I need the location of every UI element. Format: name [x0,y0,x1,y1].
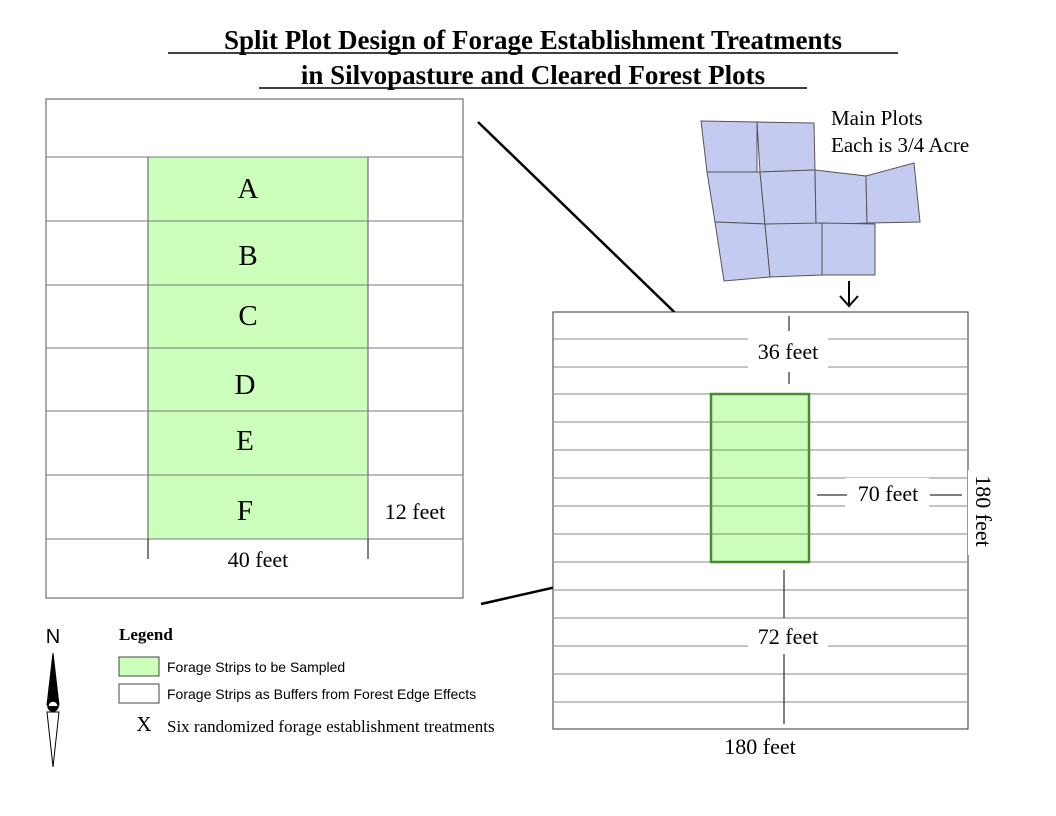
strip-label-e: E [236,425,254,457]
compass-center-half [48,706,58,711]
legend-symbol-x: X [136,712,151,736]
plot-width-label: 180 feet [724,734,795,759]
title-line-2: in Silvopasture and Cleared Forest Plots [301,60,765,90]
legend-label-buffer: Forage Strips as Buffers from Forest Edg… [167,686,476,702]
strip-label-a: A [238,173,259,205]
top-distance-label: 36 feet [758,339,818,364]
main-plot-9 [821,222,876,276]
sampled-block-dividers [711,421,809,535]
middle-label-bg [845,478,929,510]
middle-distance-label: 70 feet [858,481,918,506]
top-label-bg [748,335,828,369]
buffer-width-label: 12 feet [385,499,445,524]
main-plots-caption-2: Each is 3/4 Acre [831,133,969,157]
main-plot-3 [706,171,766,225]
strip-label-f: F [237,495,253,527]
north-label: N [46,626,60,648]
main-plot-4 [759,169,817,226]
main-plots-caption-1: Main Plots [831,106,923,130]
down-arrow-head [839,295,859,308]
main-plot-5 [814,169,868,226]
legend-swatch-buffer [118,683,160,704]
main-plots-map: Main Plots Each is 3/4 Acre [700,106,969,308]
height-label-bg [968,470,998,555]
strip-label-b: B [238,240,257,272]
north-arrow: N [46,626,60,768]
strip-label-d: D [235,369,256,401]
plot-height-label: 180 feet [971,475,996,546]
north-arrow-icon [46,652,60,706]
bottom-label-bg [748,620,828,654]
bottom-distance-label: 72 feet [758,624,818,649]
south-arrow-icon [46,711,60,768]
main-plot-8 [764,222,823,278]
legend-swatch-sampled [118,656,160,677]
main-plot-2 [756,121,816,173]
subplot-detail: A B C D E F 12 feet 40 feet [45,98,464,599]
legend: Legend Forage Strips to be Sampled Forag… [118,625,495,736]
subplot-strip-dividers [46,156,463,540]
strip-label-c: C [238,300,257,332]
legend-label-sampled: Forage Strips to be Sampled [167,659,345,675]
strip-width-label: 40 feet [228,547,288,572]
main-plot-6 [865,162,921,224]
legend-title: Legend [119,625,173,644]
main-plot-detail: 36 feet 70 feet 72 feet 180 feet 180 fee… [552,311,998,759]
title-line-1: Split Plot Design of Forage Establishmen… [224,25,842,55]
main-plot-1 [700,120,758,173]
legend-label-treatments: Six randomized forage establishment trea… [167,717,495,736]
main-plot-7 [714,221,771,282]
